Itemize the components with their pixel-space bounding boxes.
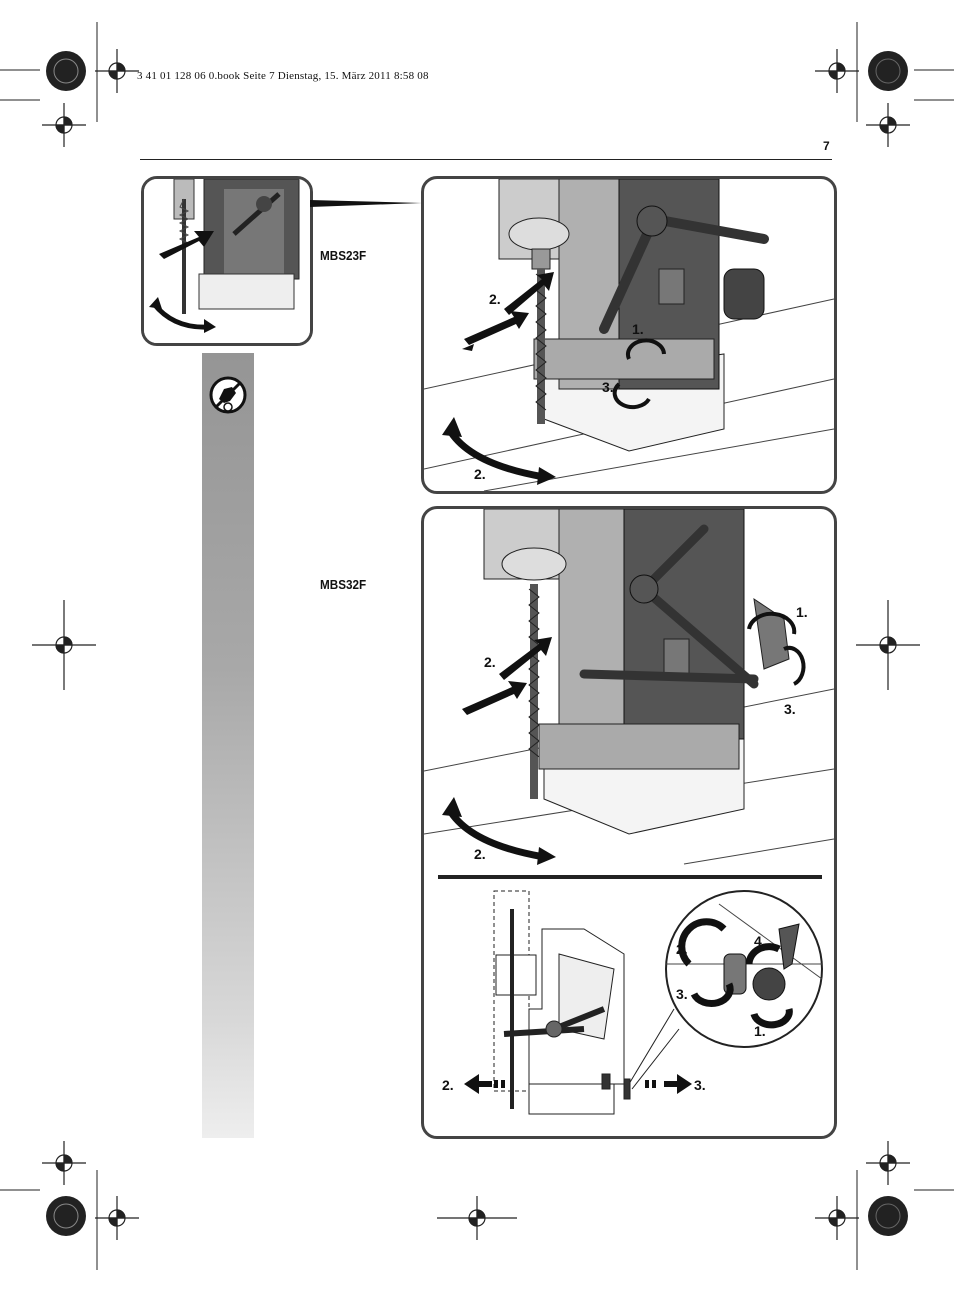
step-label: 1. bbox=[754, 1023, 766, 1039]
crosshair-icon bbox=[32, 49, 920, 1240]
step-label: 3. bbox=[676, 986, 688, 1002]
step-label: 3. bbox=[602, 379, 614, 395]
model-label-mbs23f: MBS23F bbox=[320, 248, 367, 263]
drill-illustration-2: 2. 1. 3. 2. 2. 3. bbox=[424, 509, 834, 1115]
step-label: 2. bbox=[489, 291, 501, 307]
step-label: 2. bbox=[474, 846, 486, 862]
step-label: 1. bbox=[796, 604, 808, 620]
figure-mbs32f: 2. 1. 3. 2. 2. 3. bbox=[421, 506, 837, 1139]
detail-figure bbox=[141, 176, 313, 346]
print-header: 3 41 01 128 06 0.book Seite 7 Dienstag, … bbox=[137, 70, 429, 82]
step-label: 2. bbox=[442, 1077, 454, 1093]
header-rule bbox=[140, 159, 832, 160]
model-label-mbs32f: MBS32F bbox=[320, 577, 367, 592]
step-label: 4. bbox=[754, 933, 766, 949]
no-hand-contact-icon bbox=[209, 376, 247, 414]
step-label: 3. bbox=[694, 1077, 706, 1093]
step-label: 2. bbox=[474, 466, 486, 482]
step-label: 2. bbox=[676, 941, 688, 957]
registration-rosette-icon bbox=[46, 51, 908, 1236]
step-label: 2. bbox=[484, 654, 496, 670]
sidebar-bar bbox=[202, 353, 254, 1138]
page-number: 7 bbox=[823, 139, 830, 153]
drill-illustration-1: 2. 1. 3. 2. bbox=[424, 179, 834, 491]
figure-mbs23f: 2. 1. 3. 2. bbox=[421, 176, 837, 494]
detail-illustration bbox=[144, 179, 310, 343]
step-label: 1. bbox=[632, 321, 644, 337]
step-label: 3. bbox=[784, 701, 796, 717]
callout-pointer bbox=[310, 200, 422, 207]
